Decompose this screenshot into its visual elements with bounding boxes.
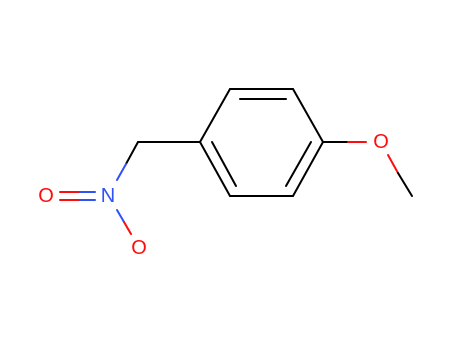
atom-o-nitro-top: O [38,185,54,207]
bond-ch2-n-black [125,141,139,165]
ring-bond-lower-right-inner [285,141,312,187]
atom-o-methoxy: O [373,131,389,153]
atom-n-nitro: N [101,185,115,207]
benzene-ring [199,88,324,197]
ring-bond-lower-left [199,141,231,197]
ring-bond-upper-right [292,88,324,143]
ring-bond-lower-left-inner [211,141,237,187]
bond-n-o-single-red [123,221,132,235]
bond-ch2-n-blue [116,163,127,181]
bond-o-methyl [397,172,413,197]
bond-o-methyl-red [387,154,399,174]
methoxy-group: O [322,131,413,197]
nitromethyl-group: N O O [38,141,201,259]
atom-o-nitro-bottom: O [131,237,147,259]
ring-bond-lower-right [292,141,324,197]
bond-n-o-single-blue [116,209,125,223]
ring-bond-upper-left [199,88,231,143]
